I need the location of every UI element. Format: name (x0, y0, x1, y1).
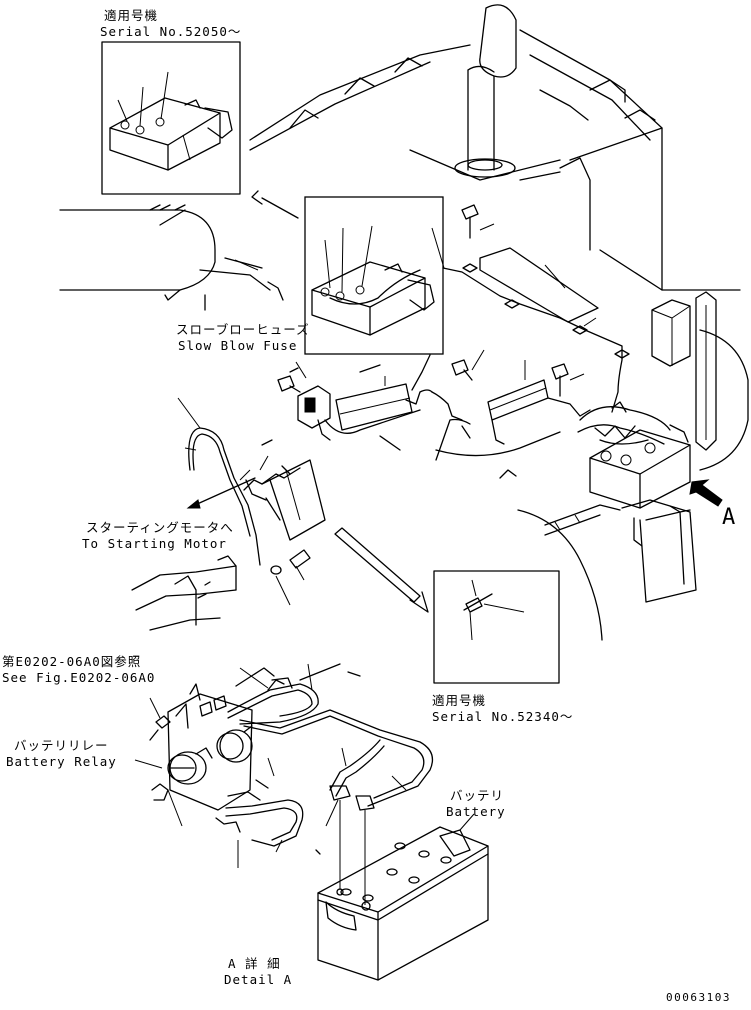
inset-pointer-arrow-mid (334, 527, 429, 613)
serial-mid-en: Serial No.52340～ (432, 709, 574, 724)
exhaust-stack (454, 4, 517, 178)
inset-serial-52340 (433, 570, 560, 684)
serial-mid-jp: 適用号機 (432, 693, 487, 708)
view-letter-a: A (722, 505, 736, 530)
battery-main (517, 401, 697, 641)
battery-relay-en: Battery Relay (6, 754, 117, 769)
view-arrow-a (689, 479, 723, 507)
inset-serial-52050 (101, 41, 241, 195)
serial-top-en: Serial No.52050～ (100, 24, 242, 39)
cable-routing (442, 204, 630, 413)
starting-motor-jp: スターティングモータへ (86, 520, 234, 535)
detail-a-jp: A 詳 細 (228, 956, 281, 971)
battery-detail (317, 813, 489, 981)
see-fig-jp: 第E0202-06A0図参照 (2, 654, 142, 669)
starting-motor-en: To Starting Motor (82, 536, 227, 551)
battery-jp: バッテリ (450, 788, 505, 803)
battery-relay-assembly (134, 663, 434, 905)
serial-top-jp: 適用号機 (104, 8, 159, 23)
left-frame (59, 204, 284, 631)
detail-a-en: Detail A (224, 972, 293, 987)
battery-en: Battery (446, 804, 506, 819)
slow-blow-fuse-jp: スローブローヒューズ (176, 322, 310, 337)
see-fig-en: See Fig.E0202-06A0 (2, 670, 156, 685)
slow-blow-fuse-en: Slow Blow Fuse (178, 338, 298, 353)
drawing-number: 00063103 (666, 991, 731, 1004)
harness-middle (277, 349, 591, 479)
inset-pointer-arrow-top (251, 190, 299, 219)
machine-hood (249, 29, 749, 471)
starting-motor-cable (177, 397, 326, 606)
inset-battery-center (304, 196, 445, 355)
battery-relay-jp: バッテリリレー (14, 738, 109, 753)
